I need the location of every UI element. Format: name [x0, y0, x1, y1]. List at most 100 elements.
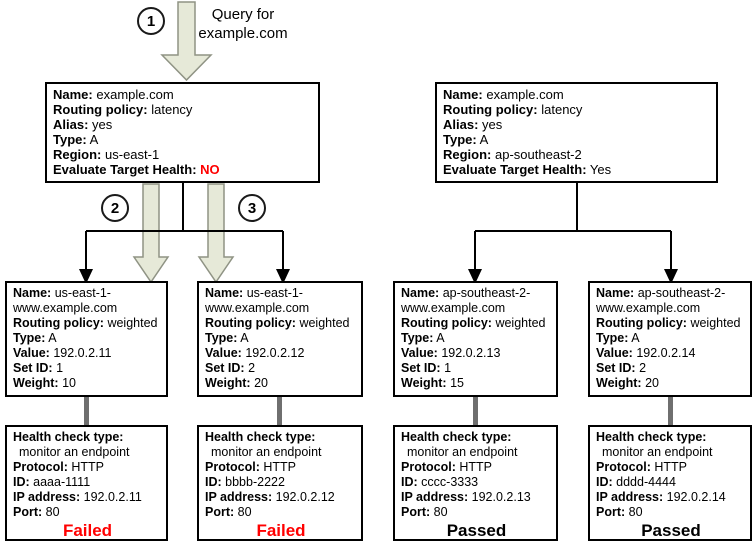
field-value: ap-southeast-2-www.example.com: [401, 286, 531, 315]
field-value: 80: [237, 505, 252, 519]
record-field: Type: A: [401, 331, 552, 346]
record-field: Protocol: HTTP: [596, 460, 746, 475]
record-field: Port: 80: [13, 505, 162, 520]
field-label: Port:: [401, 505, 431, 519]
field-value: yes: [92, 117, 113, 132]
field-label: Port:: [13, 505, 43, 519]
field-label: Type:: [13, 331, 46, 345]
query-arrow-2-icon: [132, 183, 170, 284]
health-check-2: Health check type: monitor an endpoint P…: [197, 425, 363, 541]
health-check-status: Failed: [256, 521, 306, 540]
query-label: Query for example.com: [173, 5, 313, 43]
field-value-evaluate-target-health: Yes: [589, 162, 612, 177]
health-check-status: Failed: [62, 521, 113, 540]
field-value: A: [89, 132, 99, 147]
field-value: 15: [450, 376, 464, 390]
field-label: Type:: [401, 331, 434, 345]
field-value: example.com: [96, 87, 174, 102]
health-check-4: Health check type: monitor an endpoint P…: [588, 425, 752, 541]
field-label: ID:: [205, 475, 222, 489]
field-label: IP address:: [13, 490, 81, 504]
field-label: Weight:: [596, 376, 642, 390]
record-field: Name: us-east-1-www.example.com: [13, 286, 162, 316]
field-value: 20: [645, 376, 659, 390]
health-check-status: Passed: [446, 521, 507, 540]
field-label: Value:: [13, 346, 50, 360]
field-value: 192.0.2.12: [275, 490, 335, 504]
field-label: Protocol:: [596, 460, 651, 474]
healthcheck-connector: [277, 396, 282, 426]
field-value: us-east-1-www.example.com: [205, 286, 310, 315]
field-value: weighted: [299, 316, 350, 330]
field-value: 192.0.2.14: [666, 490, 726, 504]
field-label: Value:: [596, 346, 633, 360]
right-tree-arrowhead-2-icon: [664, 269, 678, 284]
field-value: yes: [482, 117, 503, 132]
field-label: Evaluate Target Health:: [53, 162, 197, 177]
health-check-type-label: Health check type:: [13, 430, 162, 445]
record-field: Type: A: [205, 331, 357, 346]
record-field: Routing policy: weighted: [13, 316, 162, 331]
field-value: 192.0.2.11: [83, 490, 142, 504]
field-label: Type:: [443, 132, 477, 147]
field-value: 192.0.2.11: [53, 346, 112, 360]
field-label: Set ID:: [401, 361, 441, 375]
field-value: bbbb-2222: [225, 475, 285, 489]
field-value: weighted: [690, 316, 741, 330]
record-field: Name: ap-southeast-2-www.example.com: [596, 286, 746, 316]
field-label: Weight:: [13, 376, 59, 390]
field-value: cccc-3333: [421, 475, 479, 489]
record-field: Routing policy: latency: [53, 102, 314, 117]
field-label: Routing policy:: [401, 316, 492, 330]
health-check-type-label: Health check type:: [596, 430, 746, 445]
field-label: Routing policy:: [443, 102, 538, 117]
field-value: A: [479, 132, 489, 147]
field-value: example.com: [486, 87, 564, 102]
healthcheck-connector: [668, 396, 673, 426]
record-field: Value: 192.0.2.13: [401, 346, 552, 361]
record-field: Set ID: 1: [13, 361, 162, 376]
field-value: monitor an endpoint: [19, 445, 130, 459]
record-field: Routing policy: weighted: [596, 316, 746, 331]
latency-record-us-east-1: Name: example.com Routing policy: latenc…: [45, 82, 320, 183]
weighted-record-3: Name: ap-southeast-2-www.example.com Rou…: [393, 281, 558, 397]
field-value: 1: [444, 361, 452, 375]
record-field: Evaluate Target Health: Yes: [443, 162, 712, 177]
field-label: Name:: [205, 286, 244, 300]
field-label: Type:: [53, 132, 87, 147]
field-label: Routing policy:: [596, 316, 687, 330]
health-check-3: Health check type: monitor an endpoint P…: [393, 425, 558, 541]
weighted-record-2: Name: us-east-1-www.example.com Routing …: [197, 281, 363, 397]
field-label: Region:: [443, 147, 492, 162]
record-field: Region: ap-southeast-2: [443, 147, 712, 162]
field-value: A: [436, 331, 445, 345]
record-field: IP address: 192.0.2.13: [401, 490, 552, 505]
field-value: A: [240, 331, 249, 345]
record-field: Weight: 20: [205, 376, 357, 391]
field-label: Value:: [401, 346, 438, 360]
field-value: HTTP: [654, 460, 687, 474]
field-label: IP address:: [596, 490, 664, 504]
record-field: IP address: 192.0.2.12: [205, 490, 357, 505]
record-field: Type: A: [13, 331, 162, 346]
query-label-line2: example.com: [198, 25, 288, 42]
field-label: Weight:: [205, 376, 251, 390]
left-tree-arrowhead-1-icon: [79, 269, 93, 284]
field-value: 192.0.2.13: [471, 490, 531, 504]
step-2-badge: 2: [101, 194, 129, 222]
weighted-record-4: Name: ap-southeast-2-www.example.com Rou…: [588, 281, 752, 397]
record-field: Alias: yes: [443, 117, 712, 132]
right-tree-lines: [474, 183, 672, 271]
record-field: Name: example.com: [443, 87, 712, 102]
field-label: Health check type:: [596, 430, 707, 444]
left-tree-lines: [85, 183, 284, 271]
field-value: us-east-1: [105, 147, 160, 162]
health-check-status: Passed: [641, 521, 701, 540]
field-value: latency: [541, 102, 583, 117]
field-label: Value:: [205, 346, 242, 360]
field-value: us-east-1-www.example.com: [13, 286, 118, 315]
field-value: HTTP: [263, 460, 296, 474]
record-field: Weight: 15: [401, 376, 552, 391]
